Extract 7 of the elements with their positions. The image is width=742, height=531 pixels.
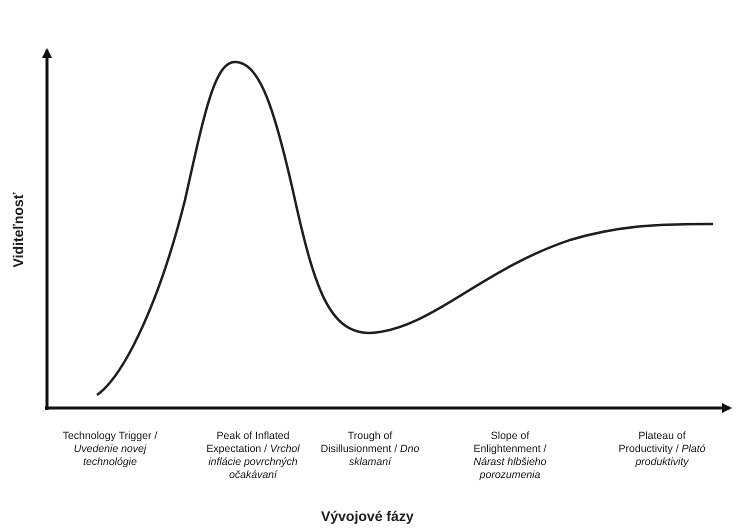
y-axis-title: Viditeľnosť [10, 192, 26, 270]
phase-label: Plateau of Productivity / Plató produktivity [618, 430, 706, 469]
phase-label: Slope of Enlightenment / Nárast hlbšieho porozumenia [472, 430, 548, 482]
phase-label: Trough of Disillusionment / Dno sklamaní [320, 430, 420, 469]
phase-label: Peak of Inflated Expectation / Vrchol inflácie povrchných očakávaní [205, 430, 301, 482]
phase-label: Technology Trigger / Uvedenie novej technológie [62, 430, 158, 469]
x-axis-title: Vývojové fázy [321, 508, 414, 524]
